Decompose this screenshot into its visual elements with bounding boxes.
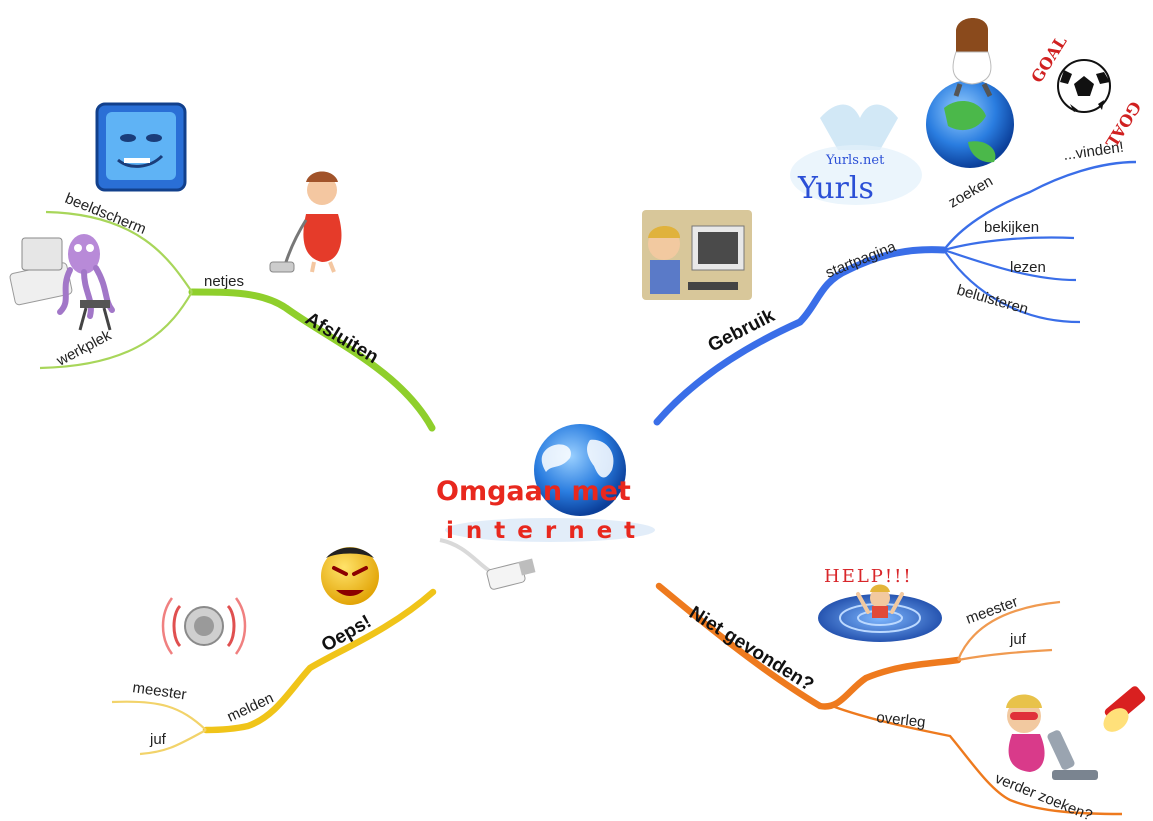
yurls-logo-icon: Yurls.net Yurls [790, 104, 922, 206]
globe-cable-icon [439, 424, 655, 590]
central-title-line1: Omgaan met [436, 476, 631, 507]
branch-oeps[interactable]: Oeps! melden meester juf [111, 588, 437, 756]
help-text: HELP!!! [824, 566, 913, 587]
leaf-juf-oeps: juf [149, 731, 167, 748]
branch-label-afsluiten: Afsluiten [301, 308, 381, 368]
soccer-ball-icon: GOAL GOAL [1027, 33, 1144, 152]
sub-label-overleg: overleg [876, 709, 927, 731]
girl-on-globe-icon [926, 18, 1014, 168]
leaf-juf-niet-gevonden: juf [1009, 631, 1027, 648]
help-drowning-icon: HELP!!! [818, 566, 942, 642]
leaf-lezen: lezen [1010, 259, 1046, 276]
angry-smiley-icon [321, 547, 379, 605]
octopus-computer-icon [9, 234, 115, 331]
sub-label-startpagina: startpagina [823, 238, 899, 282]
microscope-woman-icon [1006, 694, 1098, 780]
sub-label-melden: melden [225, 689, 277, 725]
leaf-bekijken: bekijken [984, 219, 1039, 236]
leaf-zoeken: zoeken [946, 173, 996, 212]
monitor-face-icon [95, 102, 187, 192]
flashlight-icon [1103, 686, 1146, 732]
vacuum-woman-icon [269, 171, 342, 273]
alarm-icon [161, 597, 247, 655]
yurls-big-text: Yurls [797, 171, 874, 206]
central-topic[interactable]: Omgaan met internet [436, 424, 655, 590]
sub-label-netjes: netjes [204, 273, 244, 290]
branch-afsluiten[interactable]: Afsluiten netjes beeldscherm werkplek [39, 190, 436, 432]
central-title-line2: internet [446, 518, 647, 544]
leaf-beluisteren: beluisteren [955, 282, 1030, 319]
yurls-small-text: Yurls.net [825, 153, 885, 168]
computer-user-icon [642, 210, 752, 300]
branch-label-niet-gevonden: Niet gevonden? [685, 602, 817, 695]
leaf-meester-oeps: meester [131, 679, 187, 703]
goal-text-bottom: GOAL [1101, 98, 1144, 152]
